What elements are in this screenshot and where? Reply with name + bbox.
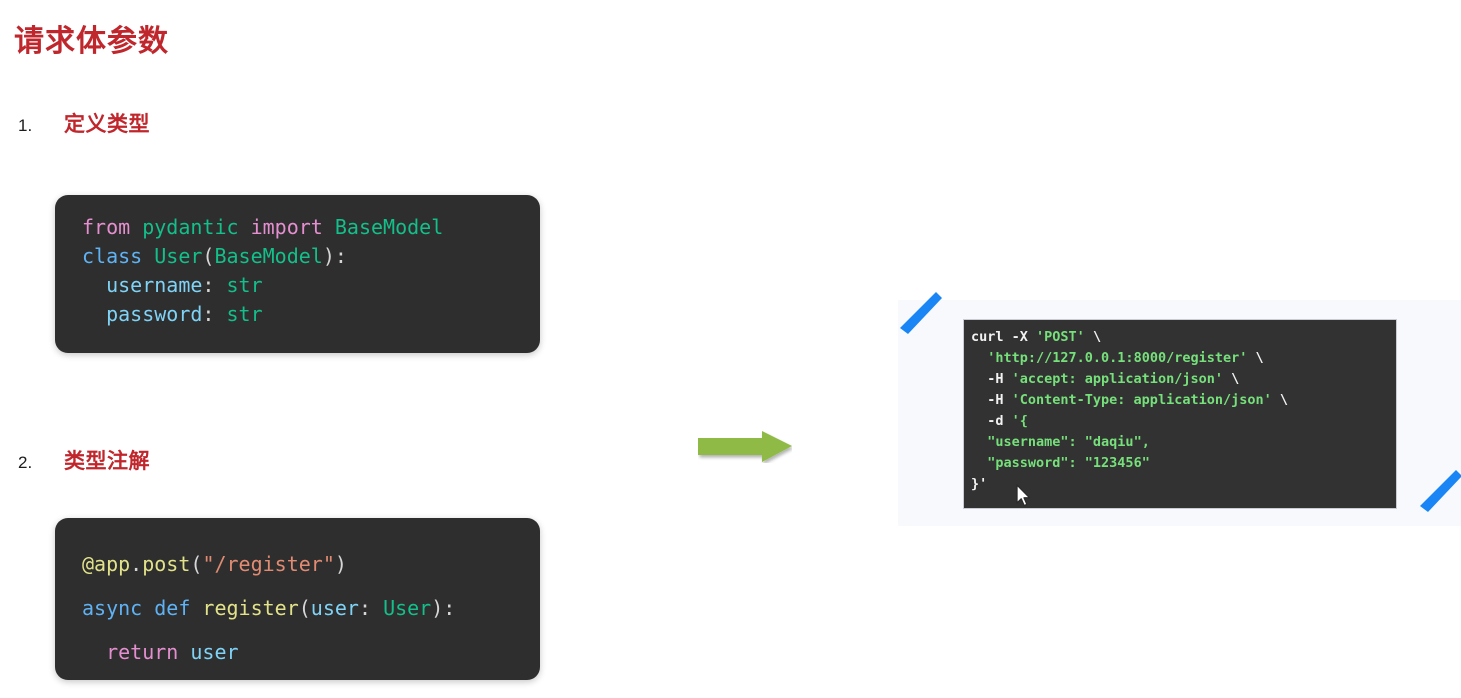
- list-item-label: 类型注解: [64, 450, 150, 473]
- code-token: username: [82, 273, 203, 297]
- code-token: \: [1222, 371, 1240, 387]
- code-token: '{: [1011, 413, 1028, 429]
- code-token: "/register": [202, 552, 335, 576]
- slash-shape: [900, 292, 942, 334]
- code-line: from pydantic import BaseModel: [82, 213, 540, 242]
- curl-line: 'http://127.0.0.1:8000/register' \: [971, 348, 1396, 369]
- code-line: async def register(user: User):: [82, 586, 540, 630]
- code-token: BaseModel: [334, 215, 444, 239]
- page-title: 请求体参数: [14, 25, 169, 58]
- code-token: ):: [431, 596, 456, 620]
- curl-line: curl -X 'POST' \: [971, 327, 1396, 348]
- curl-line: "password": "123456": [971, 453, 1396, 474]
- code-token: user: [190, 640, 239, 664]
- code-token: :: [358, 596, 384, 620]
- list-item: 2. 类型注解: [18, 445, 150, 475]
- list-item-label: 定义类型: [64, 113, 150, 136]
- transition-arrow-icon: [698, 431, 792, 462]
- code-token: str: [226, 302, 263, 326]
- code-token: from: [82, 215, 143, 239]
- code-token: class: [82, 244, 155, 268]
- slash-shape: [1420, 470, 1461, 512]
- code-token: (: [190, 552, 203, 576]
- code-token: async def: [82, 596, 203, 620]
- curl-line: }': [971, 474, 1396, 495]
- code-token: 'http://127.0.0.1:8000/register': [987, 350, 1248, 366]
- code-token: "password": "123456": [987, 455, 1150, 471]
- list-item: 1. 定义类型: [18, 108, 150, 138]
- code-token: @app: [82, 552, 131, 576]
- slash-decoration-top-left-icon: [900, 292, 942, 334]
- code-token: ): [334, 552, 347, 576]
- arrow-shape: [698, 431, 792, 462]
- code-token: register: [202, 596, 299, 620]
- code-token: "username": "daqiu",: [987, 434, 1150, 450]
- code-token: pydantic: [142, 215, 251, 239]
- code-token: (: [202, 244, 215, 268]
- code-block-route: @app.post("/register") async def registe…: [55, 518, 540, 680]
- code-token: User: [154, 244, 203, 268]
- code-token: (: [298, 596, 311, 620]
- code-token: :: [202, 302, 227, 326]
- list-item-marker: 1.: [18, 116, 33, 135]
- code-token: :: [202, 273, 227, 297]
- code-token: User: [383, 596, 432, 620]
- code-token: post: [142, 552, 191, 576]
- code-token: [971, 434, 987, 450]
- code-line: return user: [82, 630, 540, 674]
- code-token: -d: [971, 413, 1012, 429]
- code-line: @app.post("/register"): [82, 542, 540, 586]
- code-line: password: str: [82, 300, 540, 329]
- code-token: }': [971, 476, 988, 492]
- code-token: password: [82, 302, 203, 326]
- code-token: \: [1084, 329, 1102, 345]
- code-block-model: from pydantic import BaseModel class Use…: [55, 195, 540, 353]
- code-token: .: [130, 552, 143, 576]
- code-token: BaseModel: [214, 244, 323, 268]
- code-line: username: str: [82, 271, 540, 300]
- code-token: ):: [322, 244, 347, 268]
- code-token: 'POST': [1036, 329, 1085, 345]
- list-item-marker: 2.: [18, 453, 33, 472]
- code-token: [971, 350, 987, 366]
- code-token: \: [1247, 350, 1264, 366]
- curl-line: -H 'Content-Type: application/json' \: [971, 390, 1396, 411]
- curl-line: -H 'accept: application/json' \: [971, 369, 1396, 390]
- code-token: user: [310, 596, 359, 620]
- code-token: 'Content-Type: application/json': [1011, 392, 1272, 408]
- code-token: 'accept: application/json': [1011, 371, 1223, 387]
- code-token: -H: [971, 392, 1012, 408]
- code-token: import: [250, 215, 335, 239]
- code-token: curl -X: [971, 329, 1037, 345]
- slash-decoration-bottom-right-icon: [1420, 470, 1461, 512]
- code-token: return: [82, 640, 191, 664]
- code-line: class User(BaseModel):: [82, 242, 540, 271]
- curl-terminal[interactable]: curl -X 'POST' \ 'http://127.0.0.1:8000/…: [963, 319, 1397, 509]
- code-token: [971, 455, 987, 471]
- code-token: \: [1271, 392, 1288, 408]
- code-token: -H: [971, 371, 1012, 387]
- curl-line: -d '{: [971, 411, 1396, 432]
- code-token: str: [226, 273, 263, 297]
- curl-line: "username": "daqiu",: [971, 432, 1396, 453]
